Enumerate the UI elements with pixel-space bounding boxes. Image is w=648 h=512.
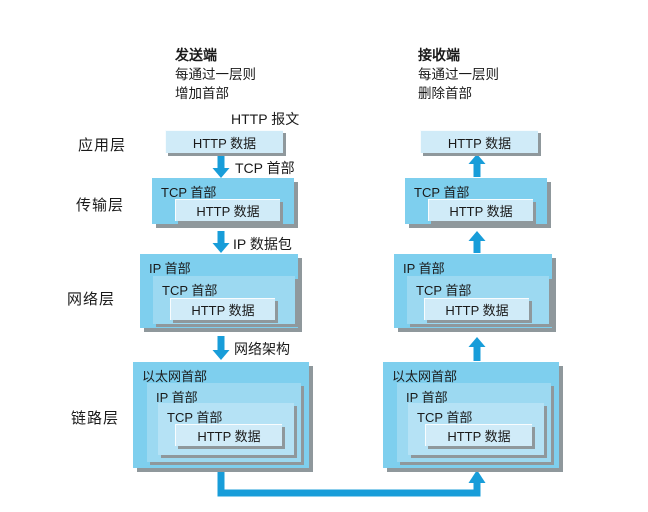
- sender-title: 发送端: [175, 47, 217, 63]
- box-label: HTTP 数据: [447, 429, 511, 444]
- label-tcp-header: TCP 首部: [235, 160, 295, 176]
- box-label: HTTP 数据: [196, 204, 260, 219]
- box-label: 以太网首部: [392, 369, 458, 384]
- label-network-frame: 网络架构: [234, 341, 290, 357]
- sender-subtitle-line1: 每通过一层则: [175, 67, 256, 82]
- box-label: IP 首部: [406, 390, 448, 405]
- recv-network-ip-box: IP 首部 TCP 首部 HTTP 数据: [394, 254, 552, 328]
- down-arrow-transport-to-network: [212, 231, 230, 253]
- label-ip-packet: IP 数据包: [233, 236, 292, 252]
- box-label: HTTP 数据: [447, 135, 512, 151]
- recv-link-ip-box: IP 首部 TCP 首部 HTTP 数据: [397, 383, 551, 462]
- up-arrow-link-to-network: [468, 337, 486, 361]
- send-network-tcp-box: TCP 首部 HTTP 数据: [153, 276, 295, 324]
- box-label: TCP 首部: [167, 410, 223, 425]
- box-label: TCP 首部: [416, 283, 472, 298]
- box-label: HTTP 数据: [449, 204, 513, 219]
- layer-label-link: 链路层: [71, 410, 120, 427]
- layer-label-transport: 传输层: [76, 197, 125, 214]
- sender-header: 发送端 每通过一层则 增加首部: [175, 46, 256, 103]
- box-label: IP 首部: [403, 261, 445, 276]
- up-arrow-network-to-transport: [468, 231, 486, 253]
- send-transport-http-data-box: HTTP 数据: [175, 199, 280, 221]
- receiver-subtitle-line1: 每通过一层则: [418, 67, 499, 82]
- box-label: TCP 首部: [162, 283, 218, 298]
- recv-network-tcp-box: TCP 首部 HTTP 数据: [407, 276, 549, 324]
- box-label: HTTP 数据: [192, 135, 257, 151]
- label-http-message: HTTP 报文: [231, 111, 300, 127]
- box-label: TCP 首部: [161, 185, 217, 200]
- receiver-subtitle-line2: 删除首部: [418, 86, 472, 101]
- box-label: HTTP 数据: [197, 429, 261, 444]
- box-label: TCP 首部: [417, 410, 473, 425]
- bottom-transfer-arrow-line: [217, 465, 481, 497]
- up-arrow-transport-to-application: [468, 154, 486, 177]
- down-arrow-application-to-transport: [212, 154, 230, 178]
- send-transport-tcp-box: TCP 首部 HTTP 数据: [152, 178, 294, 224]
- recv-link-tcp-box: TCP 首部 HTTP 数据: [408, 403, 544, 455]
- recv-link-ethernet-box: 以太网首部 IP 首部 TCP 首部 HTTP 数据: [383, 362, 559, 468]
- box-label: IP 首部: [149, 261, 191, 276]
- sender-subtitle-line2: 增加首部: [175, 86, 229, 101]
- layer-label-network: 网络层: [67, 291, 116, 308]
- receiver-header: 接收端 每通过一层则 删除首部: [418, 46, 499, 103]
- send-network-ip-box: IP 首部 TCP 首部 HTTP 数据: [140, 254, 298, 328]
- receiver-title: 接收端: [418, 47, 460, 63]
- box-label: TCP 首部: [414, 185, 470, 200]
- layer-label-application: 应用层: [78, 137, 127, 154]
- box-label: 以太网首部: [142, 369, 208, 384]
- send-link-tcp-box: TCP 首部 HTTP 数据: [158, 403, 294, 455]
- down-arrow-network-to-link: [212, 336, 230, 360]
- send-link-ip-box: IP 首部 TCP 首部 HTTP 数据: [147, 383, 301, 462]
- box-label: HTTP 数据: [191, 303, 255, 318]
- recv-network-http-data-box: HTTP 数据: [424, 298, 529, 320]
- send-application-http-data-box: HTTP 数据: [165, 130, 283, 153]
- box-label: IP 首部: [156, 390, 198, 405]
- recv-transport-http-data-box: HTTP 数据: [428, 199, 533, 221]
- recv-application-http-data-box: HTTP 数据: [420, 130, 538, 153]
- recv-transport-tcp-box: TCP 首部 HTTP 数据: [405, 178, 547, 224]
- send-link-http-data-box: HTTP 数据: [175, 424, 282, 446]
- box-label: HTTP 数据: [445, 303, 509, 318]
- recv-link-http-data-box: HTTP 数据: [425, 424, 532, 446]
- bottom-transfer-arrow-head: [468, 470, 486, 483]
- send-link-ethernet-box: 以太网首部 IP 首部 TCP 首部 HTTP 数据: [133, 362, 309, 468]
- send-network-http-data-box: HTTP 数据: [170, 298, 275, 320]
